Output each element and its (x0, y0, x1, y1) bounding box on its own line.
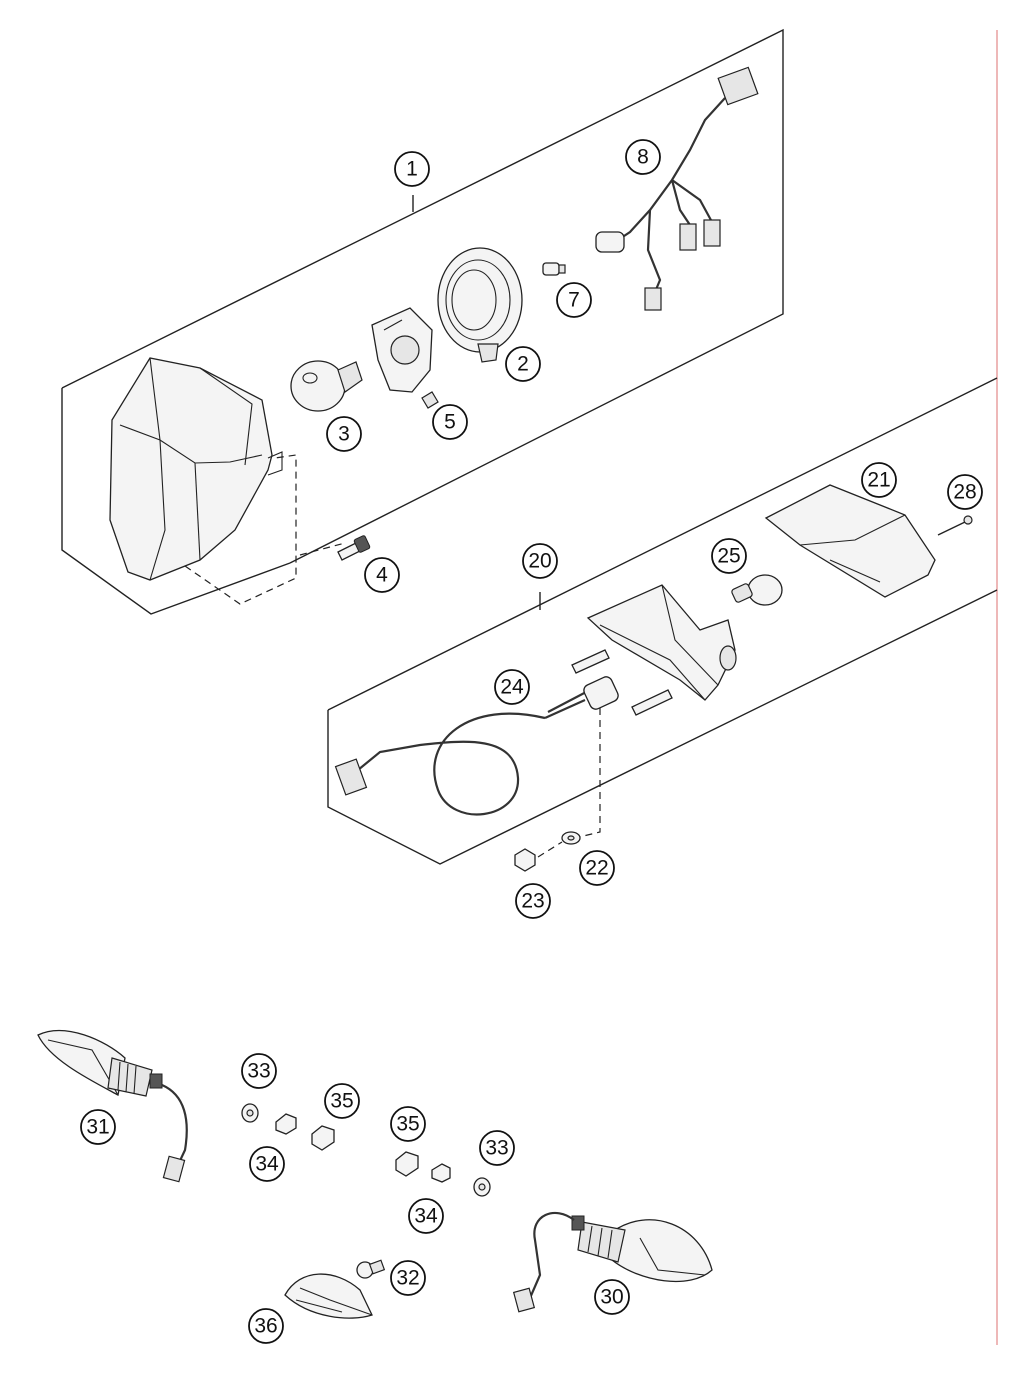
svg-text:7: 7 (568, 289, 580, 312)
svg-text:22: 22 (585, 857, 608, 880)
callout-3: 3 (326, 416, 362, 452)
svg-text:3: 3 (338, 423, 350, 446)
headlight-mask (109, 357, 283, 581)
svg-text:28: 28 (953, 481, 976, 504)
tail-bulb (731, 574, 783, 606)
callout-7: 7 (556, 282, 592, 318)
headlight-mount-leaders (184, 454, 346, 605)
svg-text:25: 25 (717, 545, 740, 568)
callout-34-right: 34 (408, 1198, 444, 1234)
headlight-wiring-harness (595, 66, 759, 311)
callout-1: 1 (394, 151, 430, 187)
callout-36: 36 (248, 1308, 284, 1344)
svg-text:35: 35 (396, 1113, 419, 1136)
callout-33-left: 33 (241, 1053, 277, 1089)
callout-31: 31 (80, 1109, 116, 1145)
svg-text:24: 24 (500, 676, 524, 699)
svg-text:34: 34 (414, 1205, 438, 1228)
callout-22: 22 (579, 850, 615, 886)
svg-text:8: 8 (637, 146, 649, 169)
turn-signal-right (512, 1211, 713, 1313)
indicator-mounting-hardware (241, 1103, 491, 1197)
svg-text:31: 31 (86, 1116, 109, 1139)
bulb-holder (371, 307, 433, 393)
svg-text:2: 2 (517, 353, 529, 376)
svg-text:34: 34 (255, 1153, 279, 1176)
lens-screw (937, 515, 973, 536)
svg-text:35: 35 (330, 1090, 353, 1113)
callout-35-left: 35 (324, 1083, 360, 1119)
svg-text:23: 23 (521, 890, 544, 913)
svg-text:30: 30 (600, 1286, 623, 1309)
svg-text:33: 33 (485, 1137, 508, 1160)
turn-signal-left (37, 1030, 188, 1183)
callout-8: 8 (625, 139, 661, 175)
headlight-bulb (290, 360, 363, 412)
callout-4: 4 (364, 557, 400, 593)
svg-text:33: 33 (247, 1060, 270, 1083)
callout-5: 5 (432, 404, 468, 440)
clip (421, 391, 439, 409)
headlight-assembly-frame (61, 28, 784, 615)
taillight-wiring-harness (334, 676, 619, 816)
callout-20: 20 (522, 543, 558, 579)
taillight-housing (586, 584, 737, 701)
svg-text:4: 4 (376, 564, 388, 587)
callout-32: 32 (390, 1260, 426, 1296)
taillight-assembly-frame (327, 377, 998, 865)
taillight-screws (571, 649, 673, 839)
callout-24: 24 (494, 669, 530, 705)
callout-30: 30 (594, 1279, 630, 1315)
washer-and-nut (514, 831, 581, 872)
callout-2: 2 (505, 346, 541, 382)
svg-text:1: 1 (406, 158, 418, 181)
callout-23: 23 (515, 883, 551, 919)
taillight-lens (764, 484, 936, 598)
svg-text:5: 5 (444, 411, 456, 434)
headlight-screw (337, 535, 371, 561)
indicator-bulb (356, 1259, 386, 1279)
parking-bulb (542, 262, 566, 276)
svg-text:32: 32 (396, 1267, 419, 1290)
svg-text:21: 21 (867, 469, 890, 492)
reflector-ring (437, 247, 523, 363)
callout-28: 28 (947, 474, 983, 510)
svg-text:36: 36 (254, 1315, 277, 1338)
indicator-lens-cover (284, 1273, 373, 1319)
callout-25: 25 (711, 538, 747, 574)
svg-text:20: 20 (528, 550, 551, 573)
callout-33-right: 33 (479, 1130, 515, 1166)
callout-35-right: 35 (390, 1106, 426, 1142)
callout-21: 21 (861, 462, 897, 498)
callout-34-left: 34 (249, 1146, 285, 1182)
